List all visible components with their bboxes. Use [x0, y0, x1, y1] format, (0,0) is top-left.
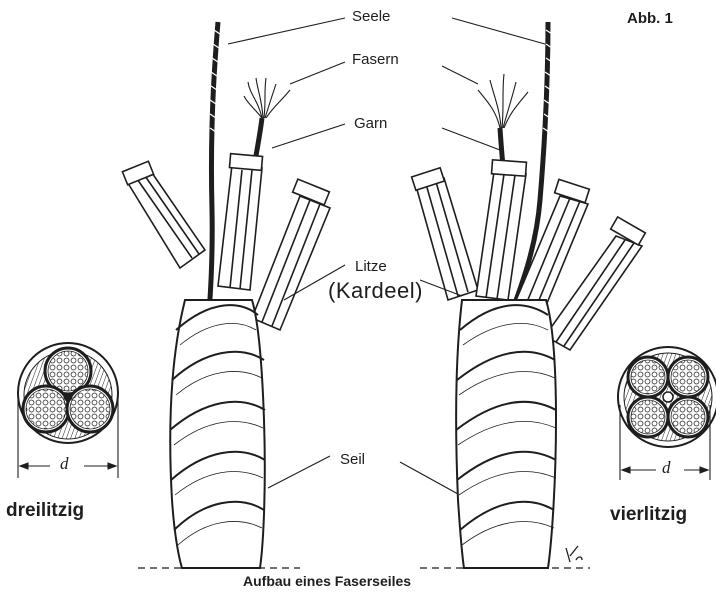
right-rope-body [456, 300, 556, 568]
cross-section-three-strand [18, 343, 118, 443]
right-dimension-symbol: d [662, 458, 671, 478]
label-seele: Seele [352, 8, 390, 25]
left-rope [122, 22, 330, 568]
left-rope-body [170, 300, 265, 568]
left-strand-c [252, 179, 330, 330]
left-dimension-symbol: d [60, 454, 69, 474]
left-fibers [244, 78, 290, 118]
figure-caption: Aufbau eines Faserseiles [243, 573, 411, 589]
figure-number: Abb. 1 [627, 10, 673, 27]
right-strand-b [476, 160, 526, 300]
label-seil: Seil [340, 451, 365, 468]
right-fibers [478, 74, 528, 128]
right-cross-section-title: vierlitzig [610, 504, 687, 526]
label-garn: Garn [354, 115, 387, 132]
label-fasern: Fasern [352, 51, 399, 68]
left-strand-a [122, 161, 205, 268]
left-core [208, 22, 218, 330]
label-litze: Litze [355, 258, 387, 275]
left-strand-b [218, 154, 263, 290]
cross-section-four-strand [618, 347, 716, 447]
label-kardeel: (Kardeel) [328, 278, 423, 304]
artist-signature [566, 546, 582, 562]
right-rope [412, 22, 646, 568]
left-cross-section-title: dreilitzig [6, 500, 84, 522]
